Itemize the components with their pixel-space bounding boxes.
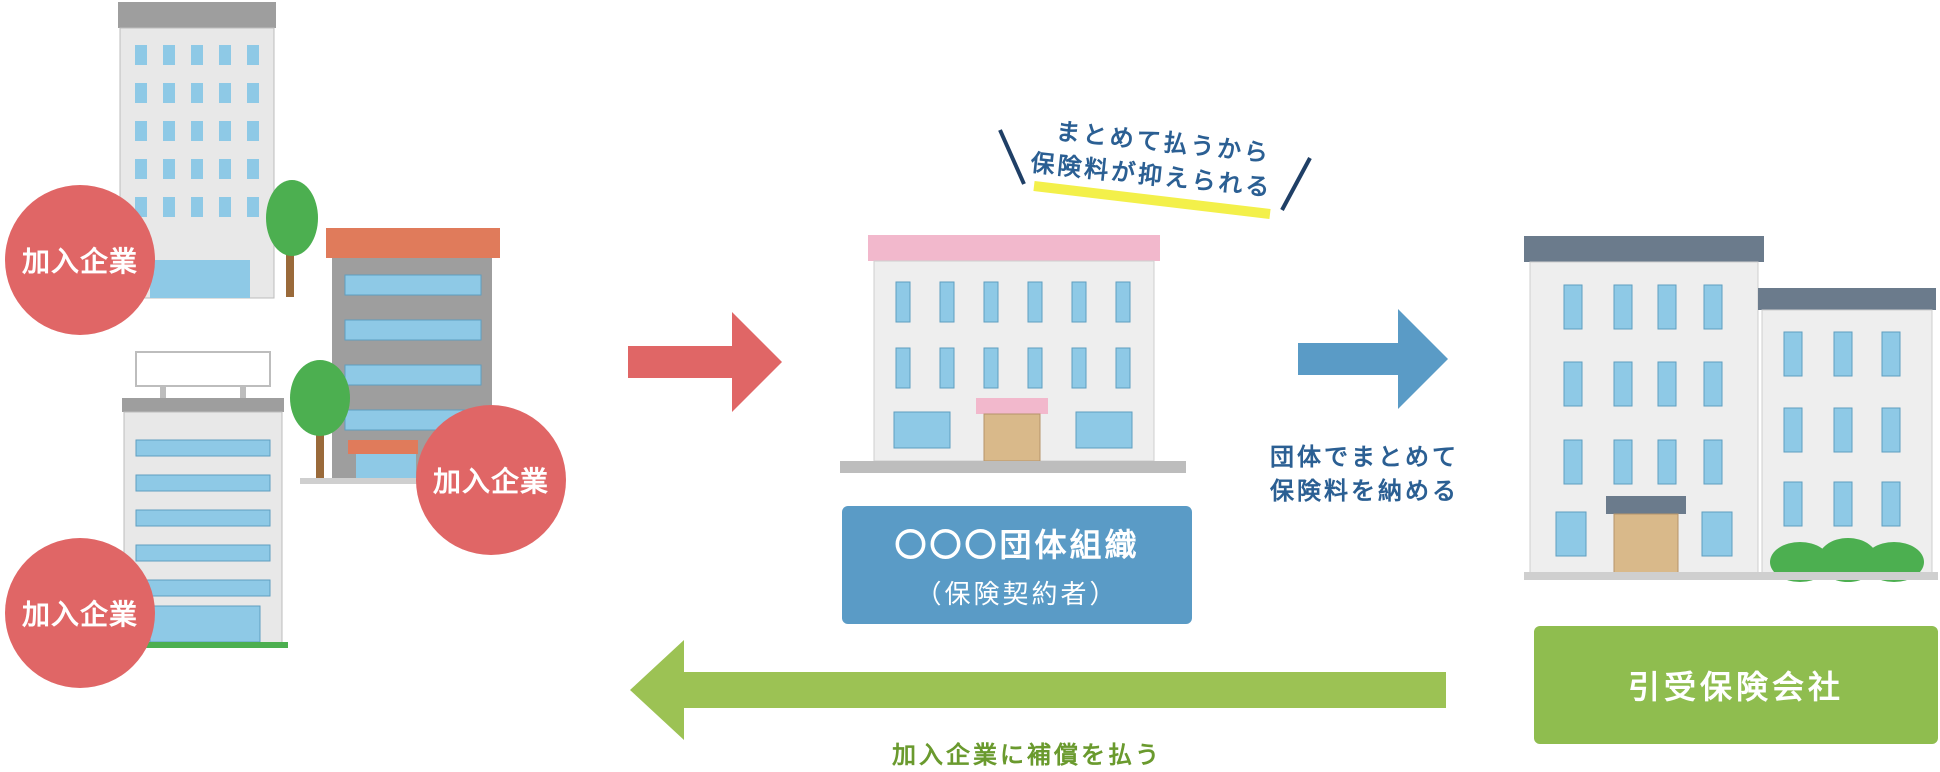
member-company-badge: 加入企業 — [416, 405, 566, 555]
member-company-badge: 加入企業 — [5, 185, 155, 335]
arrow-right-icon — [628, 312, 782, 412]
organization-building-icon — [840, 235, 1186, 473]
tree-icon — [266, 180, 318, 297]
arrow-right-icon — [1298, 309, 1448, 409]
collective-payment-caption-line2: 保険料を納める — [1270, 477, 1459, 505]
organization-label: 〇〇〇団体組織 （保険契約者） — [842, 506, 1192, 624]
collective-payment-caption-line1: 団体でまとめて — [1270, 443, 1459, 471]
member-company-badge: 加入企業 — [5, 538, 155, 688]
insurer-building-icon — [1524, 236, 1938, 582]
arrow-left-icon — [630, 640, 1446, 740]
emphasis-marks-icon — [998, 129, 1312, 219]
insurer-name: 引受保険会社 — [1627, 668, 1844, 706]
organization-name: 〇〇〇団体組織 — [894, 525, 1140, 564]
compensation-caption: 加入企業に補償を払う — [892, 741, 1162, 769]
collective-payment-caption: 団体でまとめて 保険料を納める — [1270, 440, 1459, 508]
insurer-label: 引受保険会社 — [1534, 626, 1938, 744]
tree-icon — [290, 360, 350, 478]
organization-role: （保険契約者） — [915, 579, 1119, 610]
